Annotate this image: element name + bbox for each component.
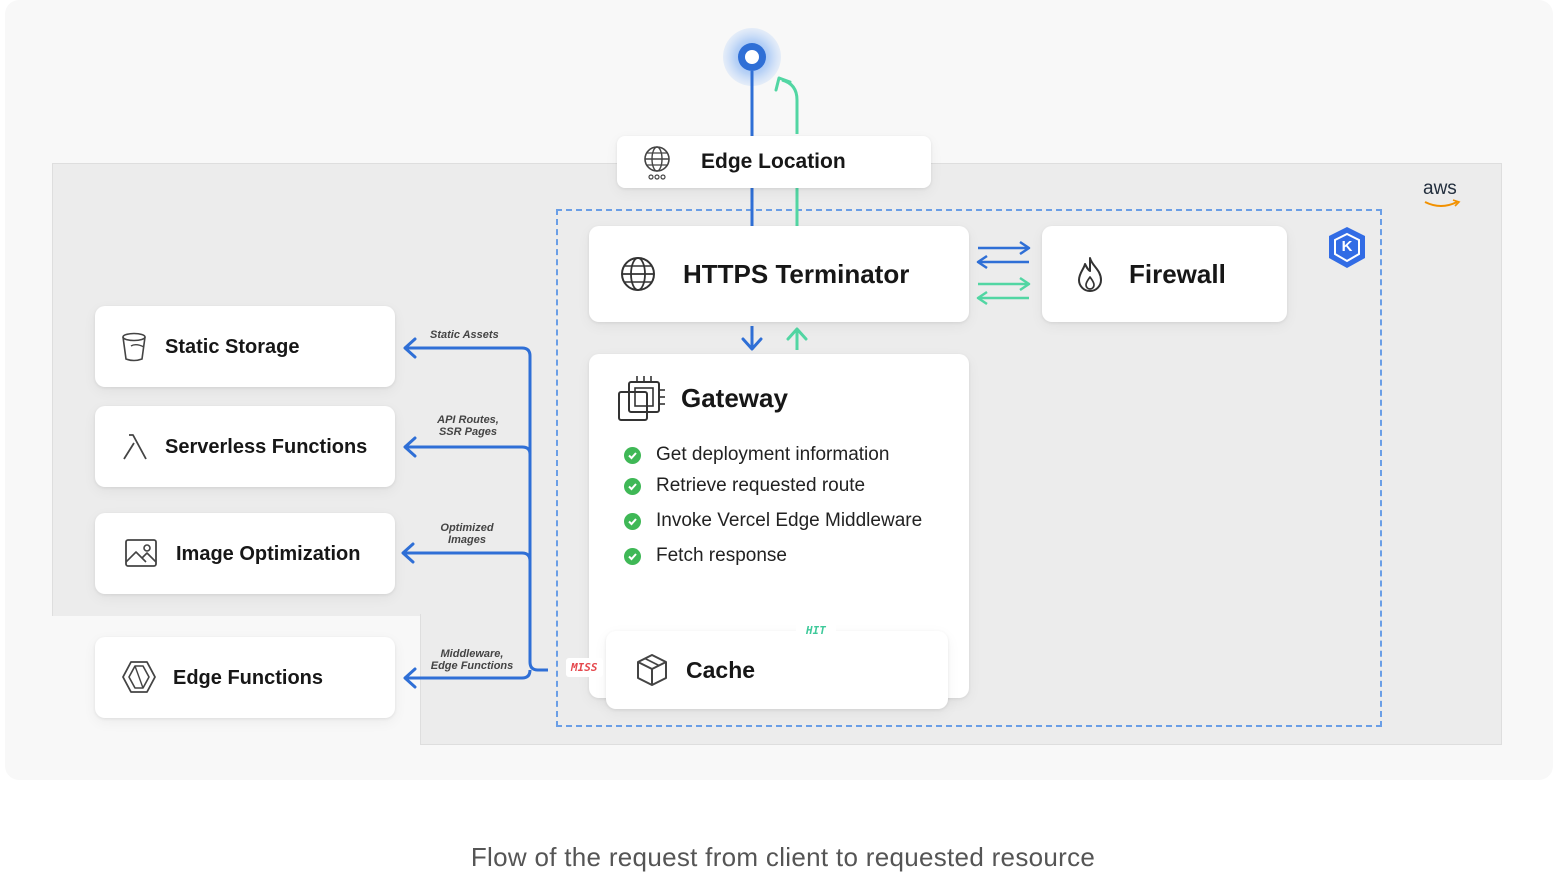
static-storage-card[interactable]: Static Storage	[95, 306, 395, 387]
serverless-functions-card[interactable]: Serverless Functions	[95, 406, 395, 487]
gateway-step-text: Retrieve requested route	[656, 475, 866, 496]
kubernetes-cluster-boundary	[556, 209, 1382, 727]
gateway-step: Get deployment information	[624, 444, 889, 466]
chip-icon	[618, 376, 665, 421]
image-optimization-card[interactable]: Image Optimization	[95, 513, 395, 594]
image-optimization-label: Image Optimization	[176, 543, 361, 565]
route-label-optimized-images: Optimized Images	[432, 522, 502, 546]
route-label-line: API Routes,	[437, 414, 499, 426]
kubernetes-logo-letter: K	[1341, 238, 1353, 255]
gateway-step-text: Invoke Vercel Edge Middleware	[656, 510, 923, 531]
hit-tag: HIT	[796, 620, 836, 641]
miss-tag: MISS	[566, 658, 603, 677]
route-label-line: Optimized	[440, 522, 494, 534]
gateway-step: Fetch response	[624, 545, 787, 567]
firewall-label: Firewall	[1129, 259, 1226, 289]
route-label-middleware: Middleware, Edge Functions	[424, 648, 520, 672]
https-terminator-label: HTTPS Terminator	[683, 259, 910, 289]
bucket-icon	[122, 332, 146, 362]
firewall-card[interactable]: Firewall	[1042, 226, 1287, 322]
aws-logo-text: aws	[1423, 178, 1457, 199]
check-icon	[624, 547, 641, 565]
edge-functions-label: Edge Functions	[173, 667, 323, 689]
edge-functions-card[interactable]: Edge Functions	[95, 637, 395, 718]
https-terminator-card[interactable]: HTTPS Terminator	[589, 226, 969, 322]
route-label-api-routes: API Routes, SSR Pages	[432, 414, 504, 438]
figure-caption: Flow of the request from client to reque…	[470, 842, 1096, 872]
aws-logo: aws	[1423, 179, 1463, 209]
static-storage-label: Static Storage	[165, 336, 300, 358]
box-icon	[637, 654, 667, 686]
globe-icon	[621, 257, 655, 291]
lambda-icon	[123, 434, 147, 460]
check-icon	[624, 446, 641, 464]
gateway-label: Gateway	[681, 383, 788, 413]
client-dot-icon	[723, 28, 781, 86]
serverless-functions-label: Serverless Functions	[165, 436, 368, 458]
route-label-line: Images	[448, 534, 486, 546]
globe-icon	[644, 146, 670, 180]
check-icon	[624, 477, 641, 495]
gateway-step-text: Fetch response	[656, 545, 787, 566]
cache-label: Cache	[686, 657, 756, 683]
kubernetes-logo: K	[1325, 225, 1369, 271]
route-label-line: SSR Pages	[438, 426, 498, 438]
gateway-step: Invoke Vercel Edge Middleware	[624, 510, 922, 532]
check-icon	[624, 512, 641, 530]
edge-location-label: Edge Location	[701, 150, 846, 173]
gateway-step-text: Get deployment information	[656, 444, 890, 465]
edge-location-card[interactable]: Edge Location	[617, 136, 931, 188]
route-label-line: Middleware,	[440, 648, 504, 660]
cache-card[interactable]: Cache	[606, 631, 948, 709]
route-label-static-assets: Static Assets	[430, 329, 499, 341]
gateway-step: Retrieve requested route	[624, 475, 865, 497]
edge-functions-icon	[122, 661, 156, 693]
flame-icon	[1078, 257, 1102, 292]
image-icon	[125, 539, 157, 567]
route-label-line: Edge Functions	[430, 660, 514, 672]
